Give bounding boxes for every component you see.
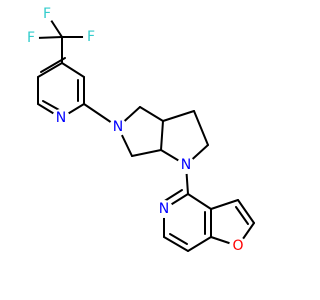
atom-label-o-furan: O	[232, 238, 243, 254]
bond	[162, 189, 183, 203]
nitrogen-atom: N	[155, 200, 173, 218]
bond	[187, 236, 212, 252]
molecule-canvas: F F F N N N N O	[23, 6, 255, 255]
nitrogen-atom: N	[109, 118, 127, 136]
bond	[40, 57, 66, 73]
atom-label-n-bicycle-upper: N	[113, 119, 123, 135]
bond	[187, 193, 212, 210]
bond	[235, 206, 249, 225]
atom-labels: F F F N N N N O	[23, 6, 247, 255]
atom-label-f3: F	[27, 30, 35, 46]
bond	[37, 62, 63, 78]
bond	[131, 149, 162, 157]
atom-label-f1: F	[43, 6, 51, 22]
bond	[162, 110, 195, 122]
atom-label-n-pyridine: N	[56, 110, 66, 126]
bond-group	[35, 13, 255, 252]
structure-diagram: F F F N N N N O	[23, 6, 255, 255]
fluorine-atom: F	[83, 29, 99, 45]
bond	[169, 233, 188, 245]
nitrogen-atom: N	[52, 109, 70, 127]
fluorine-atom: F	[23, 30, 39, 46]
bond	[35, 36, 63, 39]
bond	[193, 110, 209, 146]
bond	[237, 199, 255, 224]
oxygen-atom: O	[229, 237, 247, 255]
nitrogen-atom: N	[177, 156, 195, 174]
fluorine-atom: F	[39, 6, 55, 22]
bond	[42, 100, 62, 112]
atom-label-n-bicycle-lower: N	[181, 157, 191, 173]
bond	[61, 62, 85, 78]
atom-label-f2: F	[87, 29, 95, 45]
bond	[210, 199, 239, 210]
atom-label-n-furopyridine: N	[159, 201, 169, 217]
bond	[160, 120, 164, 151]
bond	[139, 106, 164, 122]
bond	[163, 236, 189, 252]
